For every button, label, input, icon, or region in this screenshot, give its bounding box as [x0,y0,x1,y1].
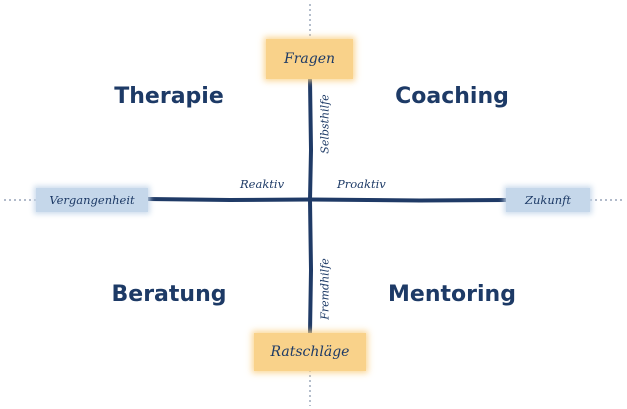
quadrant-therapie: Therapie [114,84,224,109]
axis-label-reaktiv: Reaktiv [240,177,285,191]
axis-label-fremdhilfe: Fremdhilfe [318,258,332,320]
quadrant-mentoring: Mentoring [388,282,516,307]
quadrant-beratung: Beratung [111,282,227,307]
pole-ratschlaege-box: Ratschläge [254,333,366,371]
axis-label-selbsthilfe: Selbsthilfe [318,94,332,154]
axis-label-proaktiv: Proaktiv [337,177,386,191]
vertical-axis [307,78,314,335]
pole-vergangenheit-box: Vergangenheit [36,188,148,212]
pole-fragen-label: Fragen [283,51,336,67]
horizontal-axis [146,197,508,203]
pole-zukunft-label: Zukunft [524,193,572,207]
pole-fragen-box: Fragen [266,39,353,79]
quadrant-coaching: Coaching [395,84,509,109]
pole-ratschlaege-label: Ratschläge [270,344,350,360]
pole-zukunft-box: Zukunft [506,188,590,212]
pole-vergangenheit-label: Vergangenheit [49,193,135,207]
